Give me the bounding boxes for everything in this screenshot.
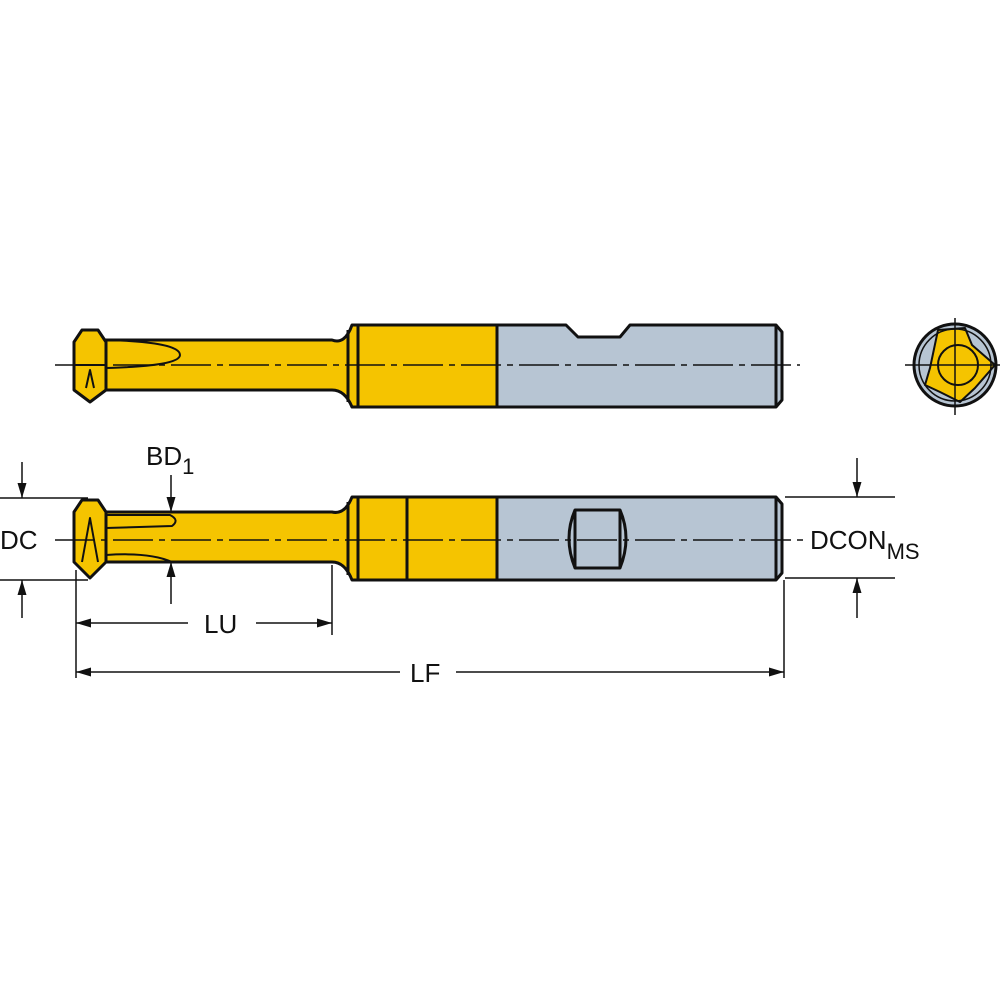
shank [495, 495, 784, 582]
lf-label: LF [410, 658, 440, 688]
side-view-top [72, 323, 784, 409]
centerlines [55, 318, 1000, 541]
dc-label: DC [0, 525, 38, 555]
dimension-lines [0, 458, 895, 678]
clamp-flat [567, 508, 628, 570]
bd1-label: BD1 [146, 441, 194, 479]
dcon-ms-label: DCONMS [810, 525, 920, 564]
cutting-head [72, 498, 108, 580]
shank [495, 323, 784, 409]
neck [102, 323, 499, 409]
neck [102, 495, 499, 582]
side-view-bottom [72, 495, 784, 582]
lu-label: LU [204, 609, 237, 639]
